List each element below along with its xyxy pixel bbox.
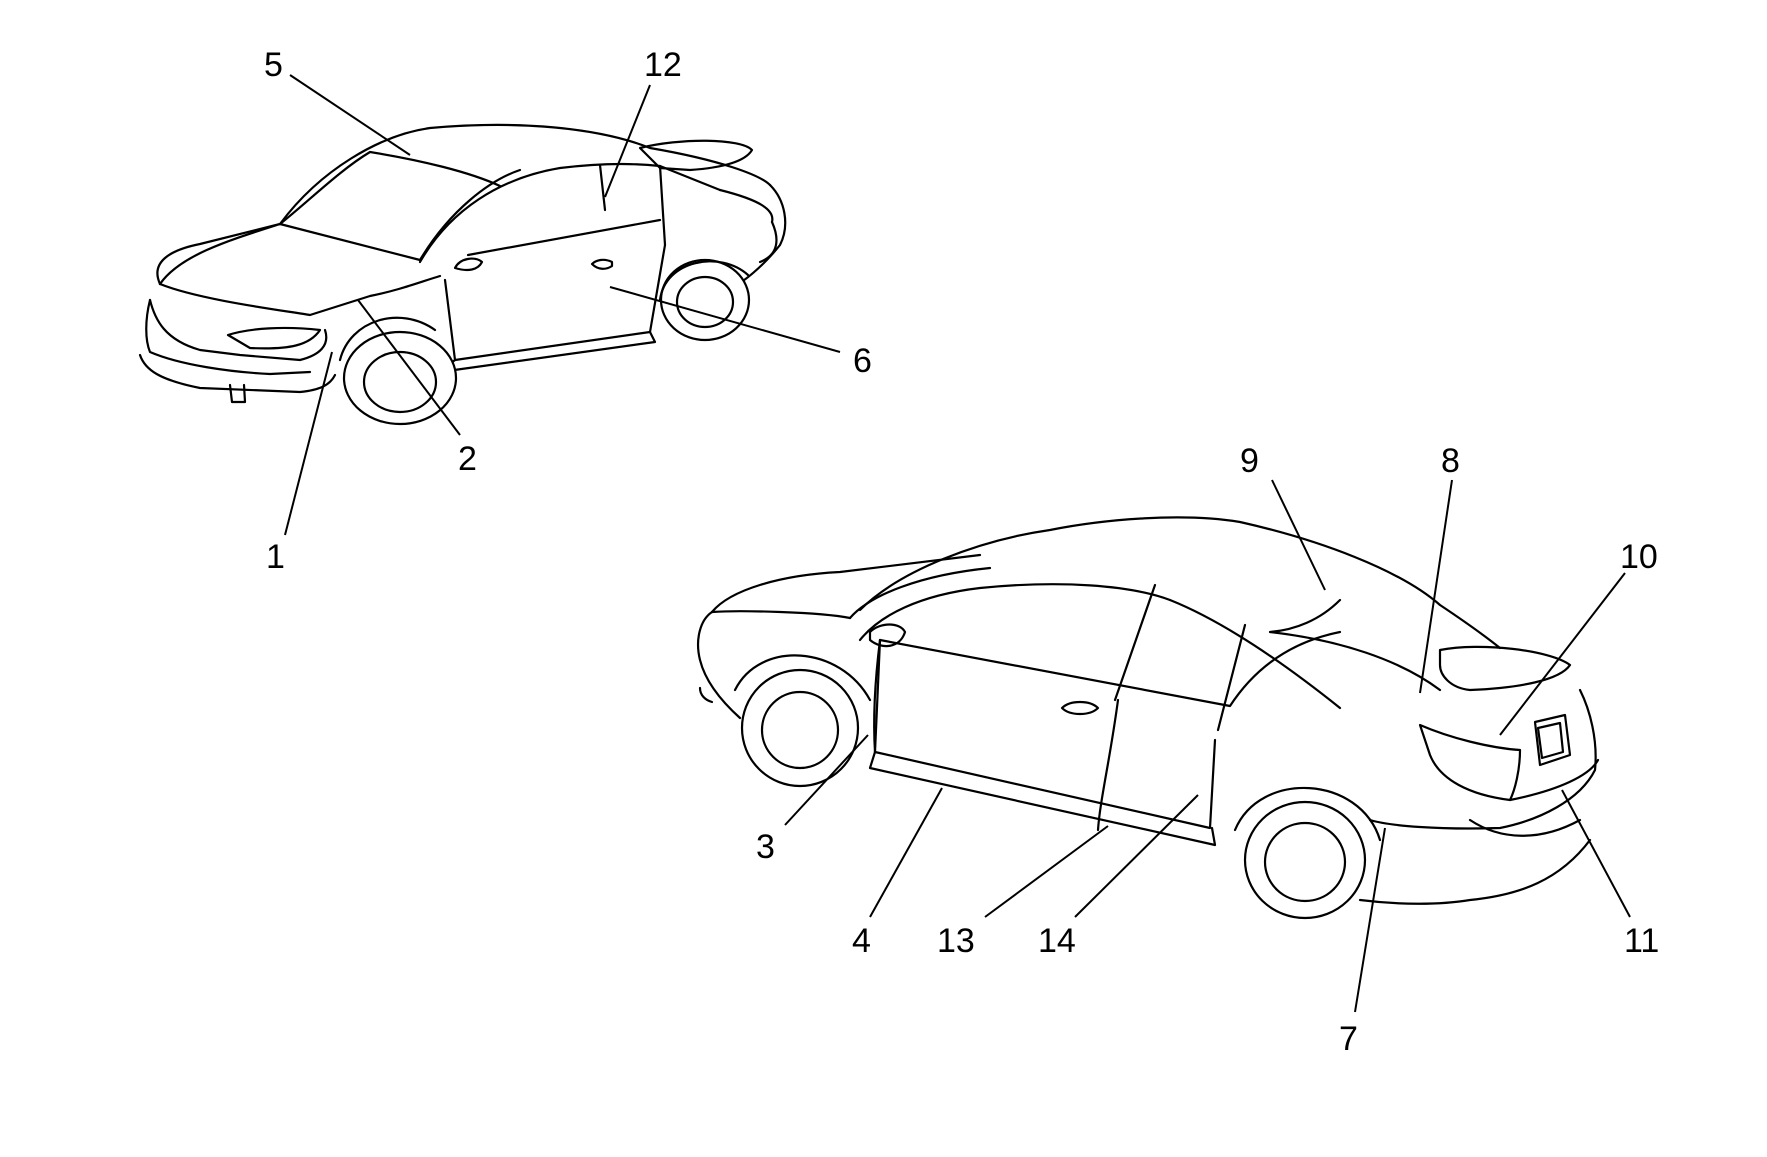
callout-1: 1 [266, 538, 285, 576]
leader-8 [1419, 479, 1453, 694]
leader-6 [609, 286, 841, 353]
leader-9 [1271, 479, 1326, 591]
callout-6: 6 [853, 342, 872, 380]
callout-3: 3 [756, 828, 775, 866]
leader-lines [284, 74, 1631, 1013]
leader-13 [984, 825, 1109, 918]
callout-5: 5 [264, 46, 283, 84]
callout-13: 13 [937, 922, 975, 960]
front-view-car [138, 123, 787, 426]
callout-4: 4 [852, 922, 871, 960]
callout-14: 14 [1038, 922, 1076, 960]
callout-8: 8 [1441, 442, 1460, 480]
callout-9: 9 [1240, 442, 1259, 480]
leader-2 [357, 299, 461, 436]
callout-11: 11 [1624, 922, 1659, 960]
leader-11 [1561, 789, 1631, 918]
leader-12 [604, 84, 651, 198]
rear-view-car [696, 516, 1600, 920]
leader-1 [284, 351, 333, 536]
callout-7: 7 [1339, 1020, 1358, 1058]
leader-3 [784, 734, 869, 826]
callout-10: 10 [1620, 538, 1658, 576]
leader-7 [1354, 827, 1386, 1013]
callout-12: 12 [644, 46, 682, 84]
leader-10 [1499, 572, 1626, 736]
callout-2: 2 [458, 440, 477, 478]
leader-5 [289, 74, 411, 156]
leader-14 [1074, 794, 1199, 918]
callout-labels: 1 2 3 4 5 6 7 8 9 10 11 12 13 14 [264, 46, 1659, 1058]
leader-4 [869, 787, 943, 918]
